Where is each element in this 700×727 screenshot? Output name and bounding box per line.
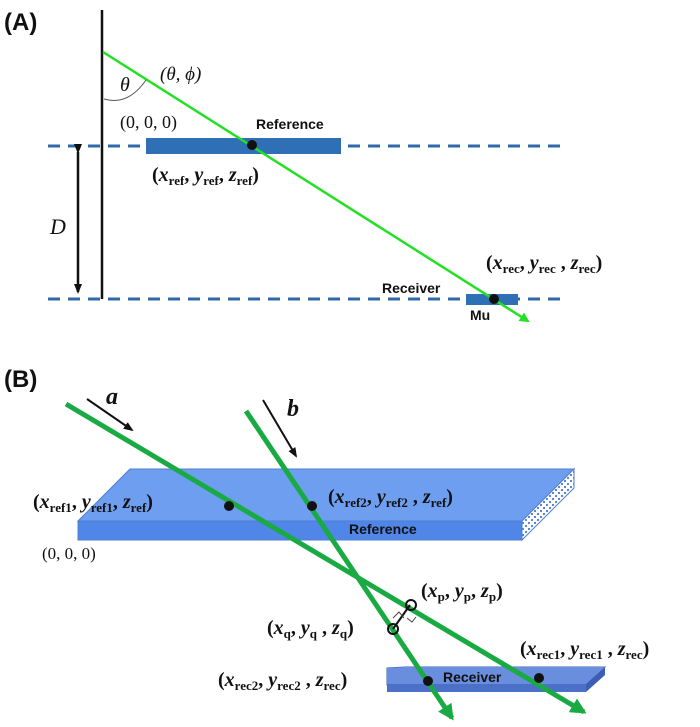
- receiver-slab-side: [586, 667, 605, 692]
- rec2-hit-point: [423, 676, 433, 686]
- ref-coordinate-label: (xref, yref, zref): [152, 164, 259, 188]
- right-angle-mark-p: [406, 616, 417, 623]
- mu-label: Mu: [470, 307, 490, 323]
- reference-label: Reference: [256, 116, 324, 132]
- reference-slab-side: [521, 467, 575, 542]
- distance-label: D: [49, 214, 66, 239]
- receiver-label: Receiver: [382, 280, 441, 296]
- ref1-hit-point: [224, 501, 234, 511]
- reference-slab-front: [77, 520, 523, 541]
- track-b-label: b: [287, 396, 299, 422]
- origin-label: (0, 0, 0): [42, 544, 96, 563]
- rec-coordinate-label: (xrec, yrec , zrec): [486, 252, 602, 276]
- panel-b-label: (B): [4, 366, 37, 393]
- point-p-marker: [405, 599, 417, 611]
- theta-angle-arc: [103, 79, 147, 101]
- muon-track-line: [102, 50, 530, 323]
- reference-detector-plate: [146, 138, 341, 154]
- theta-label: θ: [120, 74, 130, 96]
- receiver-slab-front: [387, 684, 586, 692]
- track-b-line: [243, 409, 455, 721]
- track-a-label: a: [106, 384, 118, 410]
- origin-label: (0, 0, 0): [120, 112, 177, 133]
- track-a-line: [64, 401, 587, 715]
- receiver-slab-top-face: [387, 667, 605, 684]
- panel-a: (A) D Reference Receiver Mu θ (θ, ϕ) (0,…: [4, 9, 602, 323]
- reference-hit-point: [247, 140, 257, 150]
- rec1-coordinate-label: (xrec1, yrec1 , zrec): [520, 638, 649, 662]
- track-b-direction-arrow: [262, 399, 298, 458]
- panel-b: (B) Reference Receiver a b (0, 0,: [4, 366, 649, 721]
- rec2-coordinate-label: (xrec2, yrec2 , zrec): [218, 669, 347, 693]
- right-angle-mark-q: [392, 611, 405, 619]
- reference-label: Reference: [349, 521, 417, 537]
- point-q-marker: [387, 623, 399, 635]
- q-coordinate-label: (xq, yq , zq): [267, 617, 354, 641]
- track-a-direction-arrow: [86, 398, 134, 432]
- p-coordinate-label: (xp, yp, zp): [421, 580, 503, 604]
- panel-a-label: (A): [4, 9, 37, 36]
- ref2-coordinate-label: (xref2, yref2 , zref): [328, 486, 453, 510]
- rec1-hit-point: [534, 673, 544, 683]
- direction-label: (θ, ϕ): [160, 64, 201, 85]
- receiver-label: Receiver: [443, 669, 502, 685]
- receiver-hit-point: [489, 294, 499, 304]
- ref2-hit-point: [307, 501, 317, 511]
